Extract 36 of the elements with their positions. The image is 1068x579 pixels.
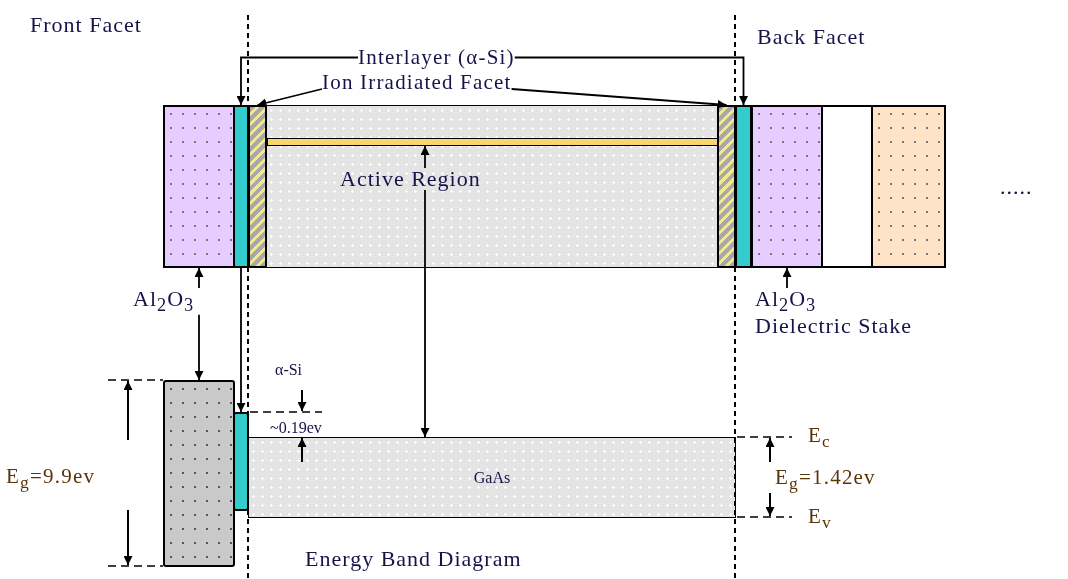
- layer-strip: [267, 138, 718, 146]
- dimension-label: ~0.19ev: [270, 420, 322, 436]
- band-label: GaAs: [473, 469, 511, 486]
- facet-label: Front Facet: [30, 14, 142, 36]
- material-label: α-Si: [275, 362, 303, 378]
- leader-line: [782, 267, 792, 289]
- layer-strip: [821, 105, 873, 268]
- part-label: Interlayer (α-Si): [358, 47, 515, 68]
- facet-label: Back Facet: [757, 26, 866, 48]
- leader-line: [194, 267, 204, 289]
- band-edge-label: E$_{v}$: [808, 506, 832, 532]
- leader-line: [236, 267, 246, 413]
- leader-line: [420, 189, 430, 438]
- dimension-label: E$_{g}$=1.42ev: [775, 467, 876, 493]
- band-edge-label: E$_{c}$: [808, 425, 831, 451]
- part-label: Active Region: [340, 168, 481, 190]
- part-label: Ion Irradiated Facet: [322, 72, 512, 93]
- ellipsis: .....: [1000, 176, 1033, 198]
- leader-line: [420, 145, 430, 169]
- band-block: [248, 437, 736, 518]
- part-label: Al$_{2}$O$_{3}$: [755, 288, 817, 315]
- layer-strip: [751, 105, 823, 268]
- leader-line: [513, 56, 748, 106]
- part-label: Dielectric Stake: [755, 315, 913, 337]
- dimension-label: E$_{g}$=9.9ev: [6, 466, 96, 492]
- band-block: [233, 412, 249, 511]
- leader-line: [256, 88, 323, 108]
- part-label: Al$_{2}$O$_{3}$: [133, 288, 195, 315]
- leader-line: [194, 313, 204, 381]
- layer-strip: [233, 105, 249, 268]
- layer-strip: [248, 105, 267, 268]
- leader-line: [236, 56, 359, 106]
- band-block: [163, 380, 235, 567]
- section-title: Energy Band Diagram: [305, 548, 522, 570]
- layer-strip: [871, 105, 946, 268]
- layer-strip: [163, 105, 235, 268]
